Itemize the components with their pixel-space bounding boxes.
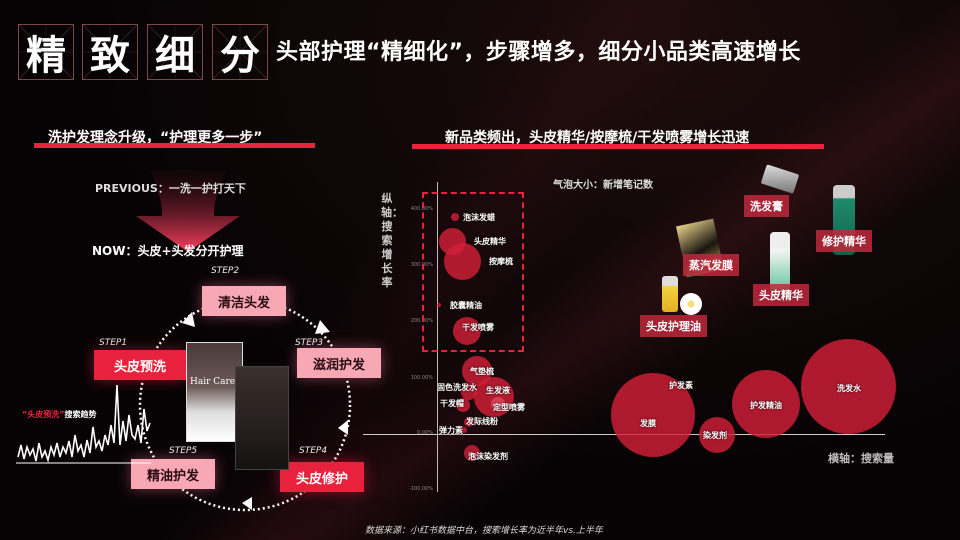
right-section-underline	[412, 144, 824, 149]
bubble-size-legend: 气泡大小：新增笔记数	[553, 180, 653, 191]
scalp-oil-product-image	[662, 276, 678, 312]
bubble-label: 护发素	[669, 381, 693, 390]
y-tick: 300.00%	[410, 262, 433, 268]
left-section-underline	[34, 143, 315, 148]
bubble-label: 头皮精华	[474, 237, 506, 246]
highlight-dashed-box	[422, 192, 524, 352]
y-tick: 400.00%	[410, 206, 433, 212]
previous-text: PREVIOUS：一洗一护打天下	[95, 182, 246, 195]
bubble-label: 发际线粉	[466, 417, 498, 426]
product-tag: 洗发膏	[744, 195, 789, 217]
bubble	[444, 243, 481, 280]
bubble	[464, 417, 474, 427]
step4-box: 头皮修护	[280, 462, 364, 492]
hair-care-note-photo: Hair Care	[186, 342, 243, 442]
bubble-label: 定型喷雾	[493, 403, 525, 412]
step4-label: STEP4	[299, 446, 328, 456]
bubble-label: 泡沫染发剂	[468, 452, 508, 461]
title-char: 细	[155, 33, 195, 79]
bubble-label: 胶囊精油	[450, 301, 482, 310]
left-section-title: 洗护发理念升级，“护理更多一步”	[48, 130, 263, 146]
flower-decoration-image	[680, 293, 702, 315]
title-char: 分	[220, 33, 260, 79]
bubble	[461, 427, 467, 433]
step1-box: 头皮预洗	[94, 350, 186, 380]
bubble-label: 干发帽	[440, 399, 464, 408]
bubble	[732, 370, 800, 438]
product-tag: 头皮精华	[753, 284, 809, 306]
bubble-label: 洗发水	[837, 384, 861, 393]
bubble-label: 泡沫发蜡	[463, 213, 495, 222]
bubble-label: 生发液	[486, 386, 510, 395]
step5-box: 精油护发	[131, 459, 215, 489]
right-section-title: 新品类频出，头皮精华/按摩梳/干发喷雾增长迅速	[445, 130, 750, 146]
cycle-dotted-circle	[138, 298, 352, 512]
title-char-box: 细	[147, 24, 203, 80]
bubble	[611, 373, 695, 457]
bubble	[801, 339, 896, 434]
scalp-serum-product-image	[770, 232, 790, 292]
title-char-box: 精	[18, 24, 74, 80]
down-arrow-icon	[136, 170, 240, 252]
trend-label-text: 搜索趋势	[64, 410, 97, 419]
bubble-label: 护发精油	[750, 401, 782, 410]
trend-label: “头皮预洗”搜索趋势	[22, 409, 97, 420]
page-subtitle: 头部护理“精细化”，步骤增多，细分小品类高速增长	[276, 40, 801, 65]
trend-label-keyword: “头皮预洗”	[22, 410, 65, 419]
phone-note-photo	[235, 366, 289, 470]
y-tick: 200.00%	[410, 318, 433, 324]
now-text: NOW：头皮+头发分开护理	[92, 244, 244, 258]
y-axis-label: 纵轴：搜索增长率	[381, 192, 403, 289]
bubble-label: 干发喷雾	[462, 323, 494, 332]
title-char-box: 致	[82, 24, 138, 80]
step5-label: STEP5	[169, 446, 198, 456]
bubble	[453, 317, 481, 345]
product-tag: 蒸汽发膜	[683, 254, 739, 276]
title-char: 致	[90, 33, 130, 79]
search-trend-sparkline	[16, 385, 151, 464]
data-source-note: 数据来源：小红书数据中台，搜索增长率为近半年vs.上半年	[365, 526, 603, 536]
step2-box: 清洁头发	[202, 286, 286, 316]
bubble	[699, 417, 735, 453]
bubble-label: 弹力素	[439, 426, 463, 435]
y-tick: 100.00%	[410, 375, 433, 381]
bubble-label: 按摩梳	[489, 257, 513, 266]
y-tick: 0.00%	[417, 430, 433, 436]
bubble-label: 固色洗发水	[437, 383, 477, 392]
x-axis-label: 横轴：搜索量	[828, 452, 894, 465]
title-char-box: 分	[212, 24, 268, 80]
bubble	[437, 303, 441, 307]
step3-label: STEP3	[295, 338, 324, 348]
photo-card-title: Hair Care	[190, 377, 236, 387]
bubble	[491, 397, 505, 411]
bubble-label: 染发剂	[703, 431, 727, 440]
step3-box: 滋润护发	[297, 348, 381, 378]
bubble	[456, 398, 470, 412]
title-char: 精	[26, 33, 66, 79]
product-tag: 修护精华	[816, 230, 872, 252]
y-tick: -100.00%	[408, 486, 433, 492]
bubble-label: 气垫梳	[470, 367, 494, 376]
bubble	[461, 384, 477, 400]
bubble	[464, 445, 480, 461]
step1-label: STEP1	[99, 338, 128, 348]
step2-label: STEP2	[211, 266, 240, 276]
product-tag: 头皮护理油	[640, 315, 707, 337]
bubble	[451, 213, 459, 221]
y-axis-line	[437, 182, 438, 492]
bubble-label: 发膜	[640, 419, 656, 428]
